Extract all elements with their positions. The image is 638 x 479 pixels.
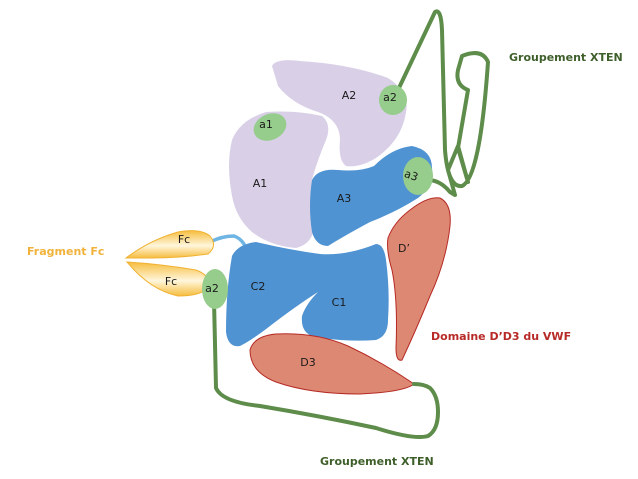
- label-region-a1: a1: [259, 118, 273, 131]
- label-region-a2-bottom: a2: [205, 282, 219, 295]
- label-vwf-domain: Domaine D’D3 du VWF: [431, 330, 571, 343]
- label-a2: A2: [342, 89, 357, 102]
- domain-a1: [229, 111, 329, 248]
- domain-a3: [310, 146, 433, 246]
- region-a1: [253, 113, 287, 141]
- fc-top: [124, 230, 214, 259]
- domain-d-prime: [387, 197, 451, 361]
- domain-c1-c2: [226, 242, 389, 347]
- label-xten-top: Groupement XTEN: [509, 51, 623, 64]
- label-fc-top: Fc: [178, 233, 190, 246]
- label-d3: D3: [300, 356, 315, 369]
- label-region-a3: a3: [402, 167, 419, 184]
- region-a2-bottom: [202, 269, 228, 309]
- domain-d3: [249, 333, 415, 395]
- xten-chain-top: [396, 9, 490, 197]
- region-a3: [403, 157, 433, 195]
- region-a2-top: [379, 85, 407, 115]
- label-region-a2-top: a2: [383, 91, 397, 104]
- label-c2: C2: [251, 280, 266, 293]
- label-d-prime: D’: [398, 242, 410, 255]
- xten-chain-bottom: [212, 298, 440, 439]
- fc-linker: [208, 234, 246, 246]
- label-a3: A3: [337, 192, 352, 205]
- label-a1: A1: [253, 177, 268, 190]
- label-fragment-fc: Fragment Fc: [27, 245, 104, 258]
- label-xten-bottom: Groupement XTEN: [320, 455, 434, 468]
- label-c1: C1: [332, 296, 347, 309]
- domain-a2: [272, 60, 407, 167]
- label-fc-bottom: Fc: [165, 275, 177, 288]
